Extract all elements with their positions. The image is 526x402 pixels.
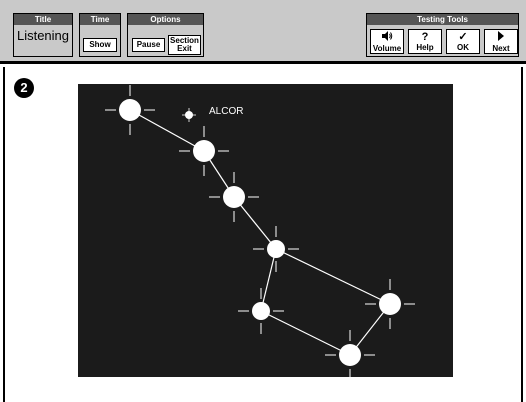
volume-label: Volume xyxy=(372,43,402,53)
constellation-line xyxy=(129,109,205,152)
big-dipper-illustration: ALCOR xyxy=(78,84,453,380)
volume-button[interactable]: Volume xyxy=(370,29,404,54)
right-arrow-icon xyxy=(497,30,505,44)
top-toolbar: Title Listening Time Show Options Pause … xyxy=(0,0,526,64)
constellation-line xyxy=(233,196,277,250)
alcor-label: ALCOR xyxy=(209,106,243,117)
star xyxy=(253,226,299,272)
star xyxy=(179,126,229,176)
star xyxy=(325,330,375,380)
options-panel-header: Options xyxy=(128,14,203,25)
alcor-star xyxy=(182,108,196,122)
stars-group xyxy=(105,85,415,380)
speaker-icon xyxy=(381,30,393,44)
help-label: Help xyxy=(416,42,434,52)
testing-tools-header: Testing Tools xyxy=(367,14,518,25)
section-title: Listening xyxy=(16,28,70,43)
star xyxy=(365,279,415,329)
pause-button[interactable]: Pause xyxy=(132,38,165,52)
section-exit-button[interactable]: Section Exit xyxy=(168,35,201,55)
next-button[interactable]: Next xyxy=(484,29,518,54)
next-label: Next xyxy=(492,43,510,53)
show-time-button[interactable]: Show xyxy=(83,38,117,52)
title-panel: Title Listening xyxy=(13,13,73,57)
star xyxy=(105,85,155,135)
ok-label: OK xyxy=(457,42,469,52)
testing-tools-panel: Testing Tools Volume ? Help ✓ OK Next xyxy=(366,13,519,57)
ok-button[interactable]: ✓ OK xyxy=(446,29,480,54)
question-number-badge: 2 xyxy=(14,78,34,98)
constellation-line xyxy=(260,310,351,356)
section-exit-label-line1: Section xyxy=(170,36,199,45)
night-sky-background xyxy=(78,84,453,377)
constellation-line xyxy=(275,248,391,305)
time-panel-header: Time xyxy=(80,14,120,25)
constellation-image: ALCOR xyxy=(78,84,453,380)
options-panel: Options Pause Section Exit xyxy=(127,13,204,57)
constellation-line xyxy=(260,248,277,312)
checkmark-icon: ✓ xyxy=(458,30,468,43)
title-panel-header: Title xyxy=(14,14,72,25)
star xyxy=(238,288,284,334)
star xyxy=(209,172,259,222)
section-exit-label-line2: Exit xyxy=(177,44,192,53)
question-icon: ? xyxy=(421,30,429,43)
help-button[interactable]: ? Help xyxy=(408,29,442,54)
time-panel: Time Show xyxy=(79,13,121,57)
